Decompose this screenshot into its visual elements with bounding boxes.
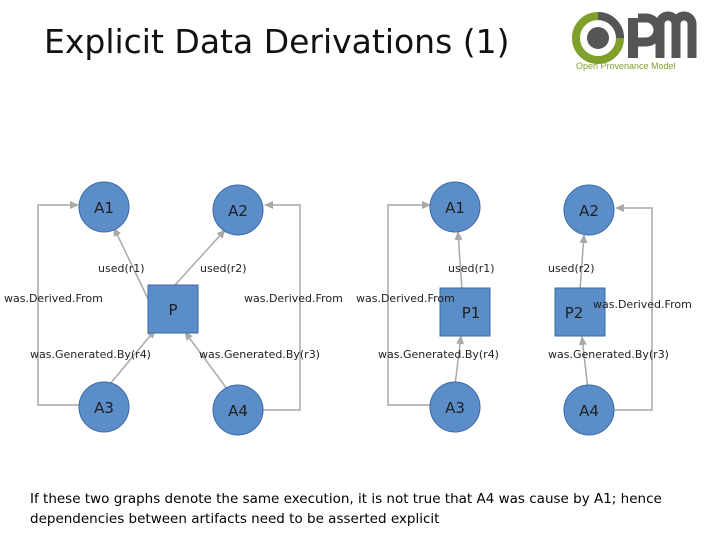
edge-label-derived-right-1: was.Derived.From [356, 292, 455, 305]
edge-label-gen-r4-left: was.Generated.By(r4) [30, 348, 151, 361]
edge-used-r1-left [113, 227, 151, 304]
edge-label-gen-r3-left: was.Generated.By(r3) [199, 348, 320, 361]
edge-derived-left-a3-a1 [37, 201, 80, 406]
process-p-left [147, 284, 199, 334]
edge-used-r2-right [579, 234, 588, 291]
artifact-a1-right [429, 181, 481, 233]
label-p2-right: P2 [565, 304, 584, 322]
caption-text: If these two graphs denote the same exec… [30, 491, 662, 527]
process-p1-right [439, 287, 491, 337]
edge-used-r2-left [174, 229, 226, 286]
label-a3-right: A3 [445, 399, 465, 417]
edge-label-used-r1-right: used(r1) [448, 262, 495, 275]
artifact-a3-left [78, 381, 130, 433]
edge-label-gen-r4-right: was.Generated.By(r4) [378, 348, 499, 361]
label-a3-left: A3 [94, 399, 114, 417]
edge-label-derived-right-2: was.Derived.From [593, 298, 692, 311]
artifact-a3-right [429, 381, 481, 433]
edge-label-used-r2-right: used(r2) [548, 262, 595, 275]
right-graph-nodes [429, 181, 615, 436]
left-graph-edges [37, 201, 301, 411]
artifact-a1-left [78, 181, 130, 233]
edge-gen-r4-right [454, 335, 464, 386]
edge-used-r1-right [454, 231, 463, 291]
label-a4-right: A4 [579, 402, 599, 420]
label-a4-left: A4 [228, 402, 248, 420]
process-p2-right [554, 287, 606, 337]
edge-derived-right-a3-a1 [387, 201, 431, 406]
artifact-a4-left [212, 384, 264, 436]
artifact-a4-right [563, 384, 615, 436]
logo-subtitle: Open Provenance Model [576, 61, 676, 71]
label-a2-left: A2 [228, 202, 248, 220]
right-graph-edges [387, 201, 653, 411]
edge-label-gen-r3-right: was.Generated.By(r3) [548, 348, 669, 361]
edge-gen-r3-right [578, 336, 589, 391]
edge-label-derived-left-2: was.Derived.From [244, 292, 343, 305]
artifact-a2-left [212, 184, 264, 236]
label-a1-right: A1 [445, 199, 465, 217]
edge-derived-right-a4-a2 [612, 204, 653, 411]
edge-label-used-r2-left: used(r2) [200, 262, 247, 275]
opm-logo [572, 11, 697, 64]
label-p1-right: P1 [462, 304, 481, 322]
label-a2-right: A2 [579, 202, 599, 220]
label-a1-left: A1 [94, 199, 114, 217]
slide-title: Explicit Data Derivations (1) [44, 22, 510, 61]
edge-label-derived-left-1: was.Derived.From [4, 292, 103, 305]
edge-label-used-r1-left: used(r1) [98, 262, 145, 275]
left-graph-nodes [78, 181, 264, 436]
edge-gen-r3-left [184, 331, 231, 394]
edge-gen-r4-left [104, 329, 156, 391]
label-p-left: P [168, 301, 177, 319]
edge-derived-left-a4-a2 [258, 201, 301, 411]
provenance-diagrams: A1 A2 P A3 A4 A1 A2 P1 P2 A3 A4 used(r1)… [4, 181, 692, 436]
artifact-a2-right [563, 184, 615, 236]
